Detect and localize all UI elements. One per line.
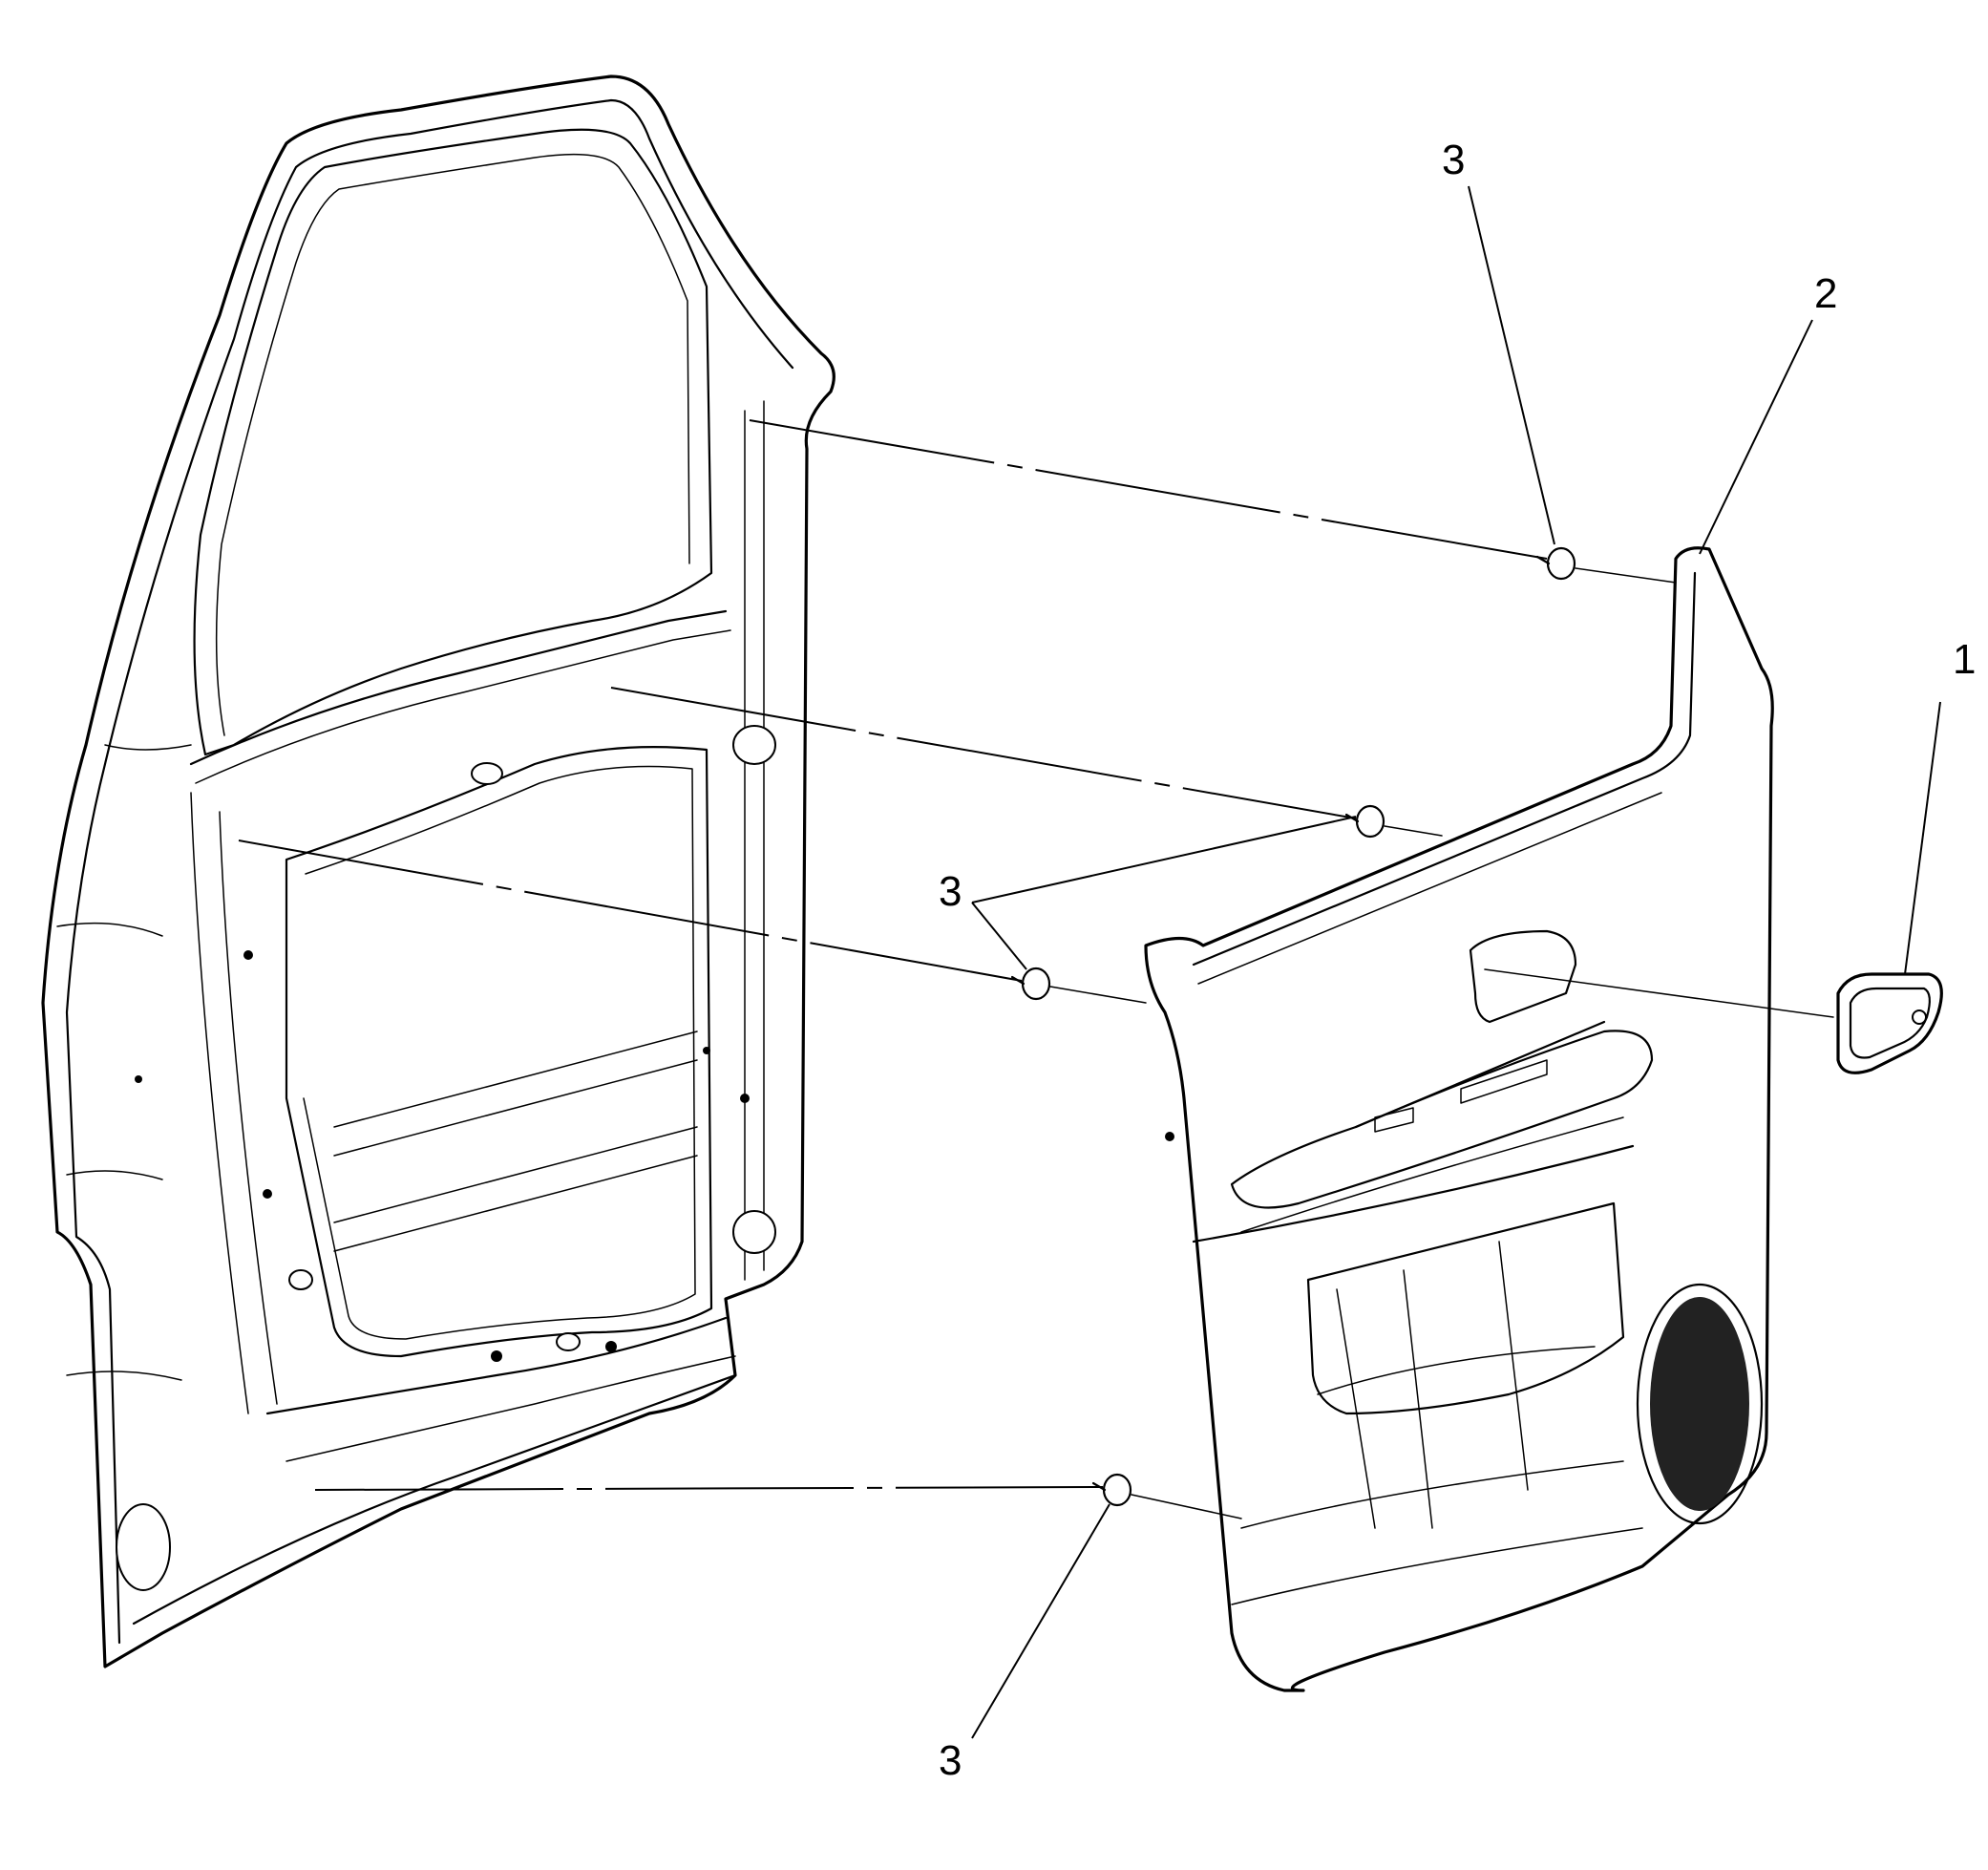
callout-3-middle: 3 <box>939 816 1357 970</box>
retainer-left <box>1010 967 1051 1001</box>
speaker-mesh <box>1650 1297 1749 1511</box>
callout-3-bottom: 3 <box>939 1503 1110 1784</box>
access-hole <box>732 725 776 765</box>
door-inner-frame <box>41 74 835 1668</box>
callout-label-2: 2 <box>1814 270 1837 317</box>
trim-cover <box>1836 972 1943 1074</box>
retainer-bottom <box>1091 1473 1132 1507</box>
door-trim-panel <box>1144 546 1774 1692</box>
alignment-lines <box>238 419 1834 1519</box>
callout-2: 2 <box>1699 270 1837 555</box>
callout-label-1: 1 <box>1953 636 1976 683</box>
access-hole <box>732 1210 776 1254</box>
mounting-hole <box>556 1332 581 1351</box>
callout-3-top: 3 <box>1442 137 1555 545</box>
callout-1: 1 <box>1904 636 1976 975</box>
mounting-hole <box>288 1269 313 1290</box>
mounting-hole <box>471 762 503 785</box>
speaker-grille <box>1636 1283 1764 1525</box>
retainer-top <box>1535 546 1576 581</box>
retainer-group <box>1010 546 1576 1507</box>
callout-label-3: 3 <box>939 868 962 915</box>
callout-label-3: 3 <box>1442 137 1465 183</box>
retainer-middle <box>1344 804 1385 839</box>
drain-hole <box>116 1503 171 1591</box>
callout-label-3: 3 <box>939 1737 962 1784</box>
